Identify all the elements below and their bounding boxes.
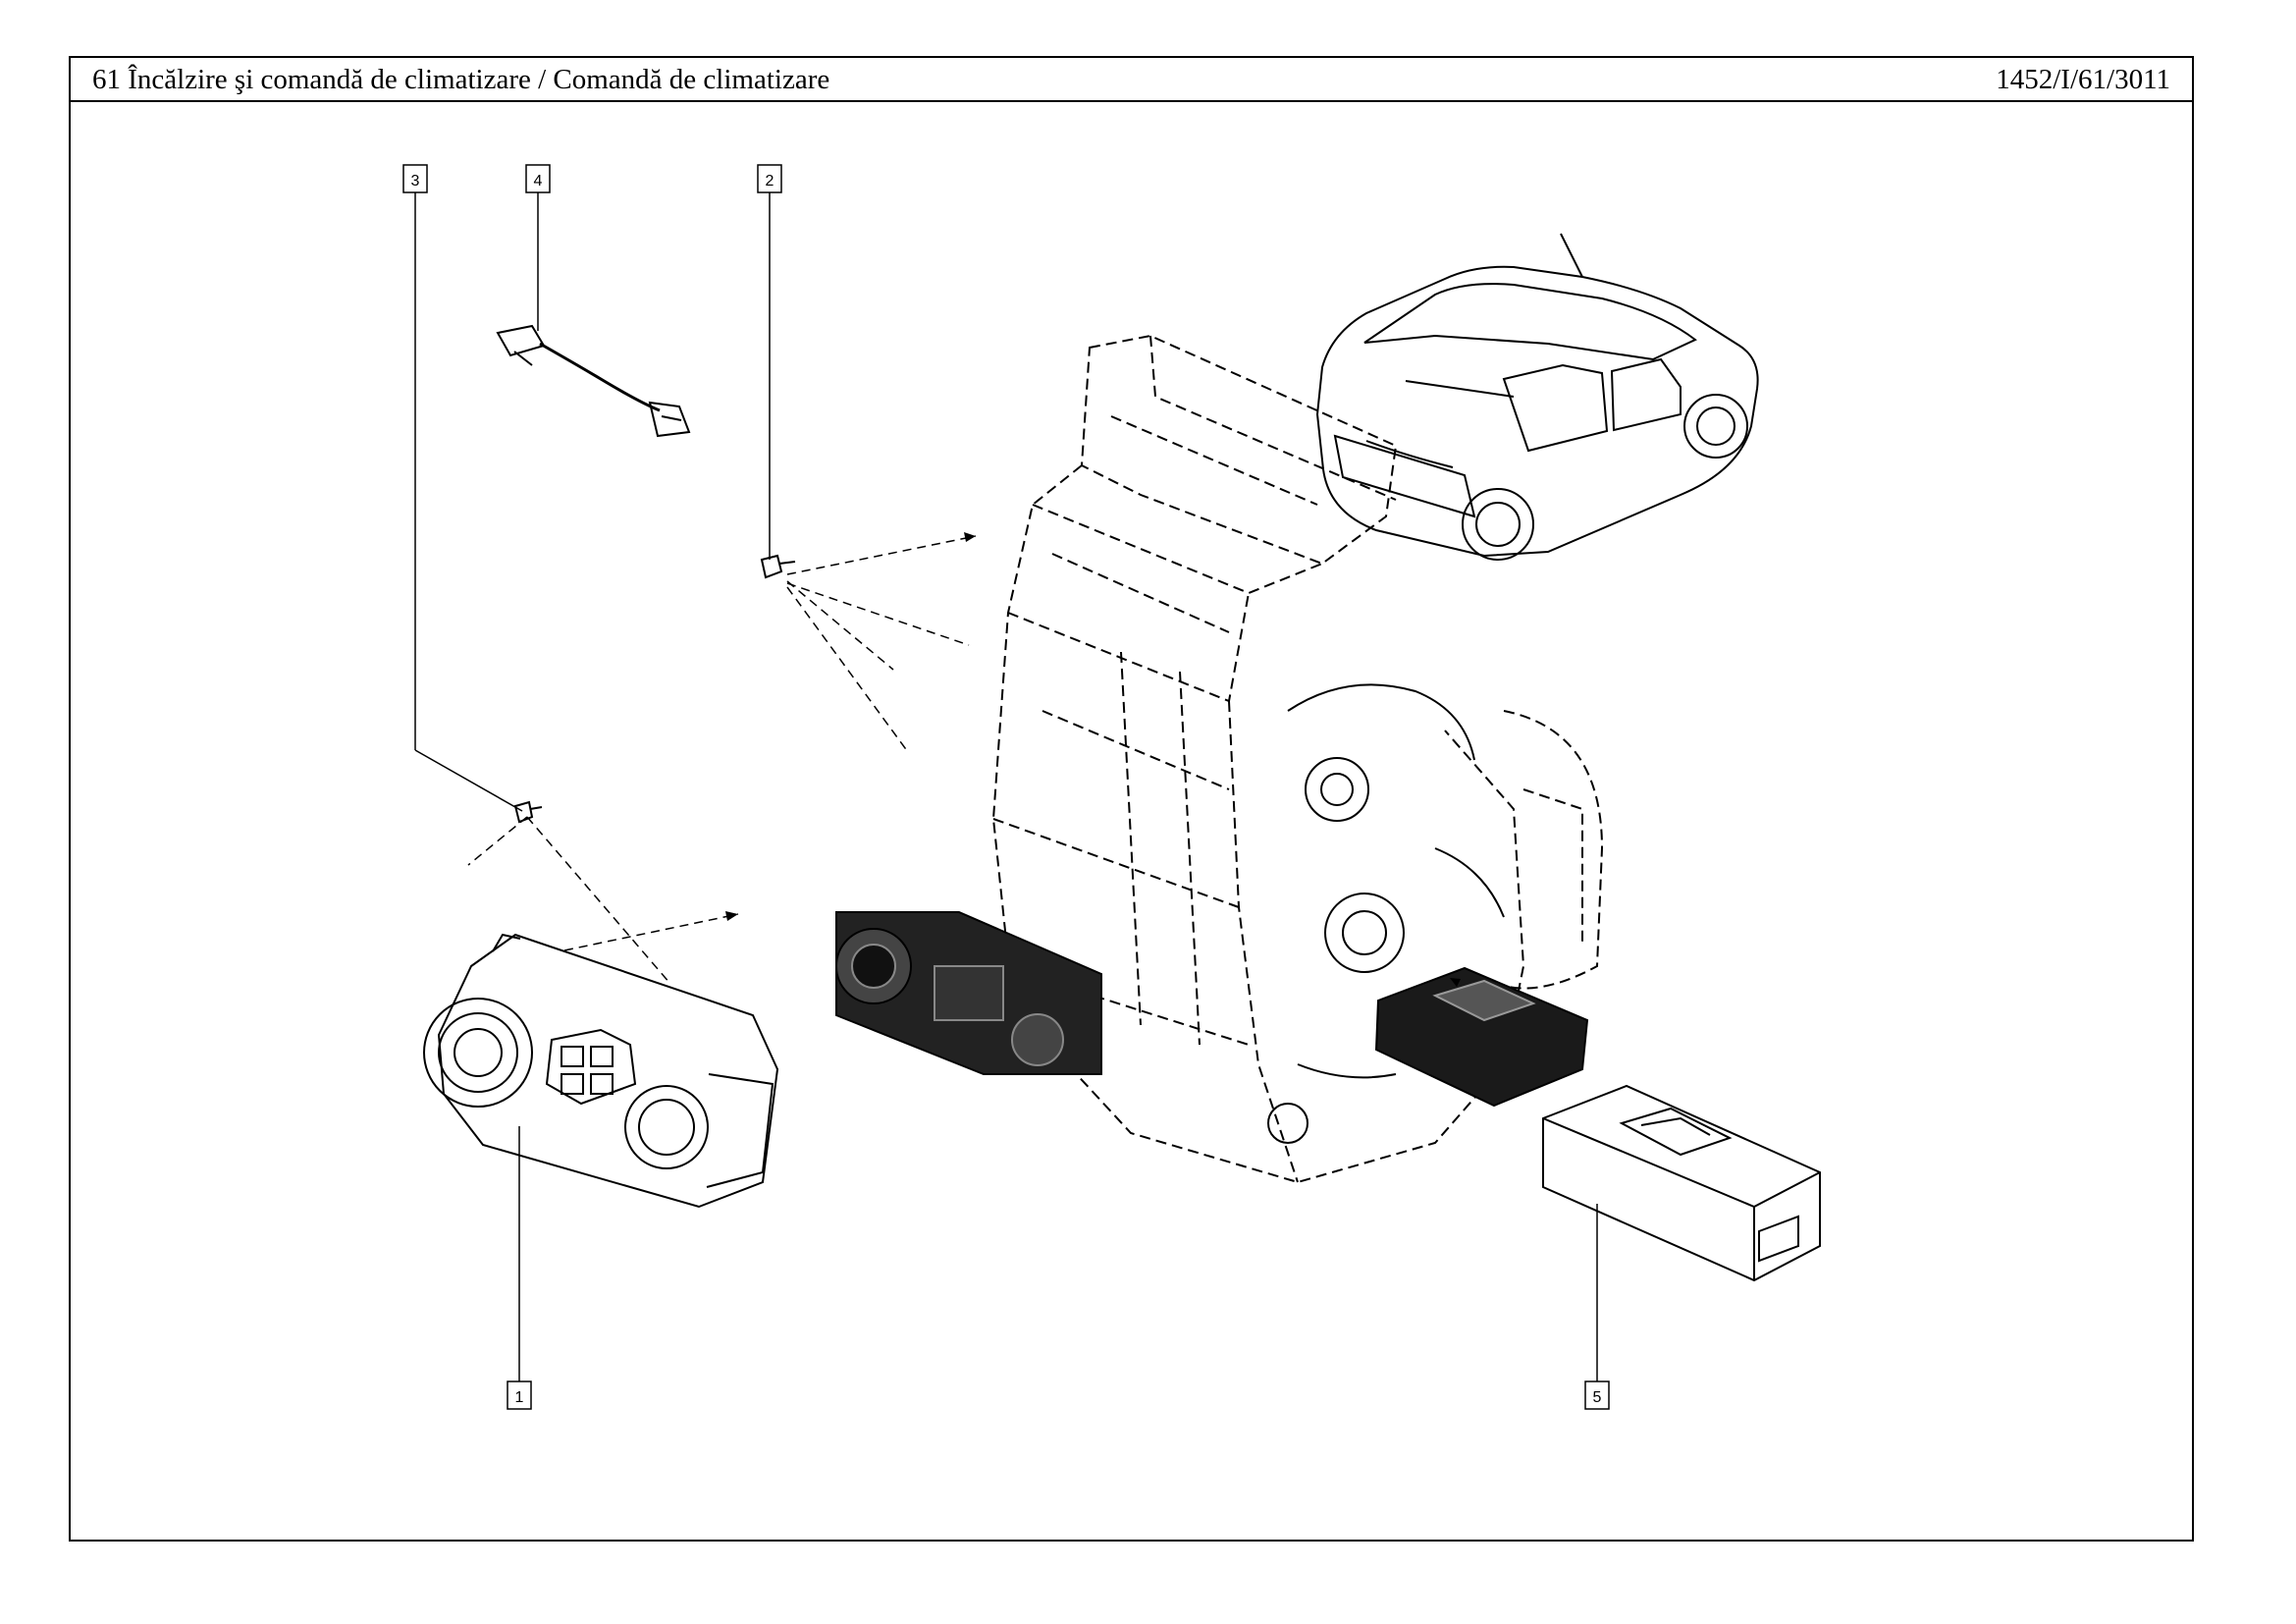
page-title: 61 Încălzire şi comandă de climatizare /… — [92, 64, 830, 95]
exploded-view-diagram: 3 4 2 1 5 — [402, 164, 1821, 1410]
callout-boxes — [402, 164, 1610, 1410]
assembly-arrowheads — [725, 532, 1461, 987]
drawing-frame: 61 Încălzire şi comandă de climatizare /… — [69, 56, 2194, 1542]
hvac-unit-details — [1267, 683, 1505, 1144]
hvac-unit-assembly — [991, 334, 1604, 1184]
header-bar: 61 Încălzire şi comandă de climatizare /… — [71, 58, 2192, 102]
part-2-screw — [760, 554, 796, 579]
part-4-wiring-harness — [496, 324, 691, 438]
car-location-illustration — [1315, 233, 1759, 561]
callout-label-4: 4 — [534, 173, 543, 189]
installed-control-panel — [835, 911, 1102, 1075]
callout-label-5: 5 — [1593, 1389, 1602, 1406]
callout-label-3: 3 — [411, 173, 420, 189]
leader-lines — [414, 192, 1598, 1381]
part-3-screw — [513, 800, 543, 824]
part-1-climate-control-panel — [423, 933, 779, 1209]
installed-control-module — [1374, 966, 1589, 1108]
part-5-control-module — [1542, 1084, 1821, 1282]
document-reference: 1452/I/61/3011 — [1996, 64, 2170, 95]
callout-label-2: 2 — [766, 173, 774, 189]
callout-label-1: 1 — [515, 1389, 524, 1406]
